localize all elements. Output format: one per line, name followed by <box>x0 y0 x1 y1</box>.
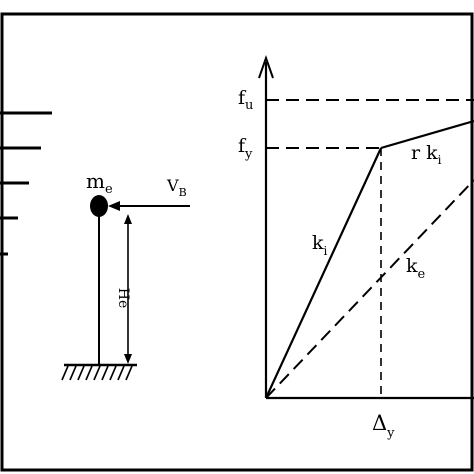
figure-frame <box>0 12 474 472</box>
lumped-mass <box>90 195 108 217</box>
yield-displacement-label: Δy <box>372 411 395 441</box>
height-arrow-bottom <box>124 354 132 364</box>
post-yield-stiffness-label: r ki <box>411 142 442 167</box>
mass-label: me <box>86 169 113 197</box>
fu-label: fu <box>238 87 253 113</box>
effective-stiffness-label: ke <box>406 255 426 282</box>
y-axis-arrowhead <box>258 54 274 79</box>
height-label: He <box>115 288 131 309</box>
height-arrow-top <box>124 214 132 224</box>
initial-stiffness-label: ki <box>312 232 328 258</box>
ground-hatching <box>61 365 133 381</box>
post-yield-branch <box>380 119 474 150</box>
effective-stiffness-line <box>265 179 474 399</box>
force-arrowhead <box>108 201 120 211</box>
initial-stiffness-branch <box>265 147 382 399</box>
force-displacement-diagram: fu fy r ki ki ke Δy <box>238 54 474 441</box>
fy-label: fy <box>238 135 253 162</box>
sdof-model: me VB He <box>0 111 190 381</box>
force-label: VB <box>166 176 187 199</box>
